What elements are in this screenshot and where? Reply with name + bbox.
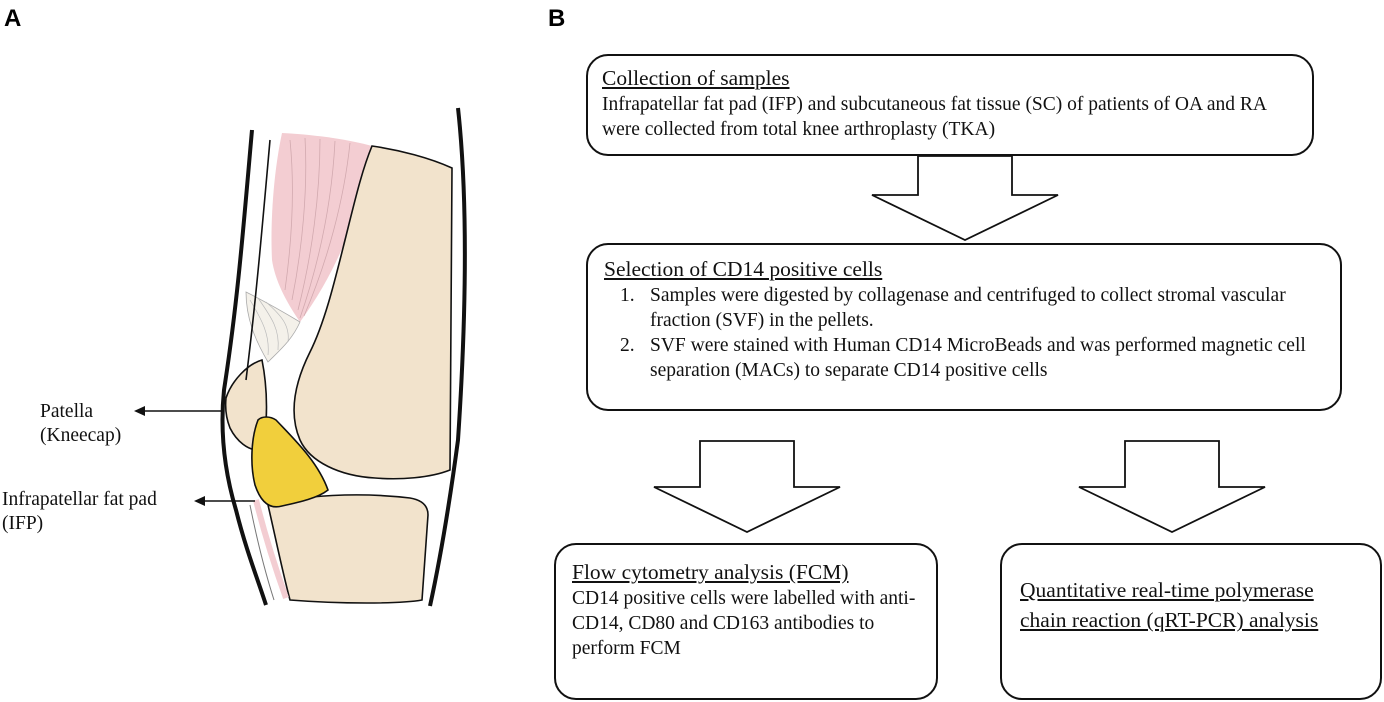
fcm-title: Flow cytometry analysis (FCM) bbox=[572, 560, 849, 584]
flow-arrow-left bbox=[653, 440, 841, 533]
patellar-tendon bbox=[245, 291, 301, 363]
fcm-box: Flow cytometry analysis (FCM) CD14 posit… bbox=[554, 543, 938, 700]
selection-step-2: 2. SVF were stained with Human CD14 Micr… bbox=[620, 335, 1306, 381]
skin-inner-line bbox=[245, 139, 271, 381]
femur-bone bbox=[293, 145, 453, 480]
ligament-lines bbox=[249, 297, 289, 356]
selection-title: Selection of CD14 positive cells bbox=[604, 257, 883, 281]
qpcr-title: Quantitative real-time polymerase chain … bbox=[1020, 578, 1319, 632]
skin-outline-front bbox=[220, 129, 268, 606]
patella-label: Patella (Kneecap) bbox=[40, 401, 122, 446]
collection-box: Collection of samples Infrapatellar fat … bbox=[586, 54, 1314, 156]
panel-label-a: A bbox=[4, 5, 22, 32]
muscle-fibers bbox=[284, 137, 351, 319]
panel-label-b: B bbox=[548, 5, 566, 32]
collection-text: Infrapatellar fat pad (IFP) and subcutan… bbox=[602, 94, 1266, 140]
tibia-bone bbox=[267, 494, 429, 604]
infrapatellar-fat-pad bbox=[251, 416, 329, 508]
selection-box: Selection of CD14 positive cells 1. Samp… bbox=[586, 243, 1342, 411]
selection-step-1: 1. Samples were digested by collagenase … bbox=[620, 285, 1286, 331]
qpcr-box: Quantitative real-time polymerase chain … bbox=[1000, 543, 1382, 700]
fcm-text: CD14 positive cells were labelled with a… bbox=[572, 588, 916, 659]
flow-arrow-right bbox=[1078, 440, 1266, 533]
collection-title: Collection of samples bbox=[602, 66, 790, 90]
flow-arrow-down bbox=[871, 155, 1059, 241]
skin-outline-back bbox=[428, 107, 467, 607]
ifp-label: Infrapatellar fat pad (IFP) bbox=[2, 489, 157, 534]
